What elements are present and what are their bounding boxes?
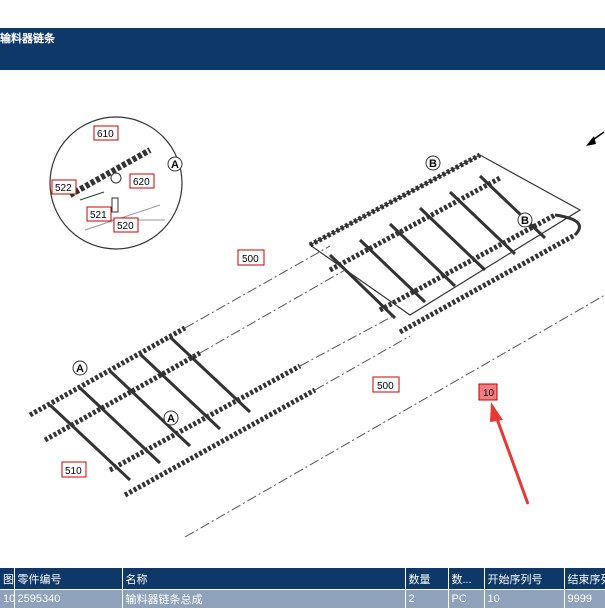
parts-diagram: 610 620 522 521 520 500 [0,70,605,570]
cell-figure: 10 [0,589,15,608]
column-header-start-serial[interactable]: 开始序列号 [484,568,565,590]
svg-text:522: 522 [55,183,72,194]
table-row[interactable]: 10 2595340 输料器链条总成 2 PC 10 9999 [0,589,605,608]
callout-510[interactable]: 510 [61,461,87,478]
section-letters: A A A B B [72,155,533,426]
column-header-name[interactable]: 名称 [122,568,406,590]
letter-b-right: B [517,212,533,228]
svg-text:521: 521 [90,210,107,221]
assembly-guide-lines [184,245,605,538]
callout-520[interactable]: 520 [113,217,139,233]
red-pointer-arrow-icon [490,402,530,505]
column-header-end-serial[interactable]: 结束序列 [564,568,605,590]
column-header-unit[interactable]: 数... [448,568,485,590]
cell-name: 输料器链条总成 [122,589,406,608]
cell-part-number: 2595340 [14,589,123,608]
callout-labels: 610 620 522 521 520 500 [51,125,498,478]
svg-text:610: 610 [97,129,114,140]
letter-a-detail: A [167,156,183,172]
column-header-part-number[interactable]: 零件编号 [14,568,123,590]
letter-a-left-2: A [163,410,179,426]
svg-text:A: A [167,413,175,425]
upper-chain-assembly [308,152,582,335]
cell-start-serial: 10 [484,589,565,608]
callout-521[interactable]: 521 [86,206,112,222]
callout-500-lower[interactable]: 500 [372,376,400,393]
svg-text:500: 500 [242,254,259,265]
svg-text:B: B [429,158,437,170]
title-bar: 输料器链条 [0,0,605,70]
column-header-quantity[interactable]: 数量 [405,568,449,590]
cell-unit: PC [448,589,485,608]
svg-text:B: B [521,215,529,227]
callout-500-upper[interactable]: 500 [237,249,265,266]
svg-text:10: 10 [483,388,495,399]
svg-text:A: A [171,159,179,171]
letter-a-left-1: A [72,360,88,376]
direction-arrow-icon [586,131,605,146]
svg-text:500: 500 [377,381,394,392]
callout-522[interactable]: 522 [51,179,77,195]
table-header-row: 图 零件编号 名称 数量 数... 开始序列号 结束序列 [0,568,605,590]
svg-text:620: 620 [133,177,150,188]
detail-view-a [49,116,183,250]
callout-610[interactable]: 610 [93,125,119,141]
parts-table: 图 零件编号 名称 数量 数... 开始序列号 结束序列 10 2595340 … [0,568,605,608]
svg-text:510: 510 [65,466,82,477]
chain-illustration: 610 620 522 521 520 500 [28,116,605,538]
callout-10-highlighted[interactable]: 10 [478,383,498,401]
lower-chain-assembly [28,325,317,498]
column-header-figure[interactable]: 图 [0,568,15,590]
letter-b-top: B [425,155,441,171]
svg-text:A: A [76,363,84,375]
cell-quantity: 2 [405,589,449,608]
svg-text:520: 520 [117,221,134,232]
callout-620[interactable]: 620 [129,173,155,189]
cell-end-serial: 9999 [564,589,605,608]
title-strip: 输料器链条 [0,28,605,70]
page-title: 输料器链条 [0,33,55,45]
